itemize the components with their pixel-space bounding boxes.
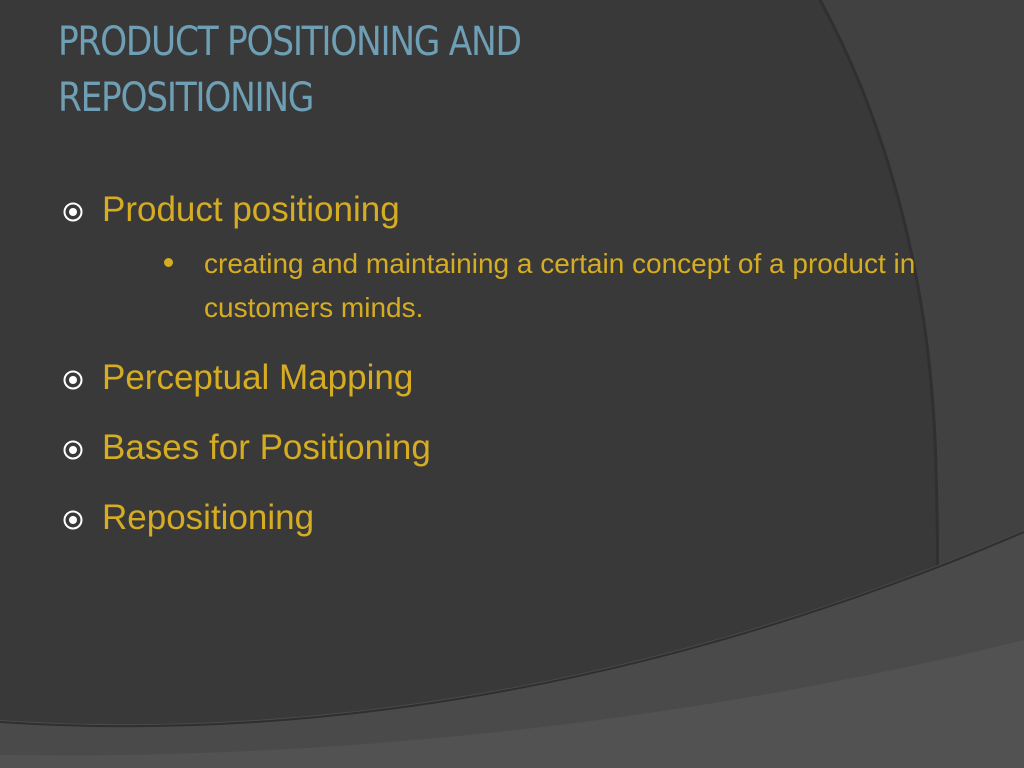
- bullet-item: Perceptual Mapping: [62, 356, 962, 400]
- bullet-text: Repositioning: [102, 498, 315, 537]
- circled-dot-icon: [63, 202, 83, 222]
- bullet-item: Product positioning creating and maintai…: [62, 188, 962, 330]
- sub-bullet-text: creating and maintaining a certain conce…: [204, 248, 916, 323]
- circled-dot-icon: [63, 440, 83, 460]
- bullet-text: Product positioning: [102, 190, 400, 229]
- bullet-item: Bases for Positioning: [62, 426, 962, 470]
- sub-bullet-item: creating and maintaining a certain conce…: [164, 242, 944, 330]
- bullet-text: Bases for Positioning: [102, 428, 431, 467]
- sub-bullet-list: creating and maintaining a certain conce…: [102, 242, 962, 330]
- circled-dot-icon: [63, 370, 83, 390]
- bullet-text: Perceptual Mapping: [102, 358, 414, 397]
- bullet-list: Product positioning creating and maintai…: [62, 188, 962, 566]
- circled-dot-icon: [63, 510, 83, 530]
- slide-title: PRODUCT POSITIONING AND REPOSITIONING: [58, 19, 522, 121]
- bullet-dot-icon: [164, 258, 173, 267]
- bullet-item: Repositioning: [62, 496, 962, 540]
